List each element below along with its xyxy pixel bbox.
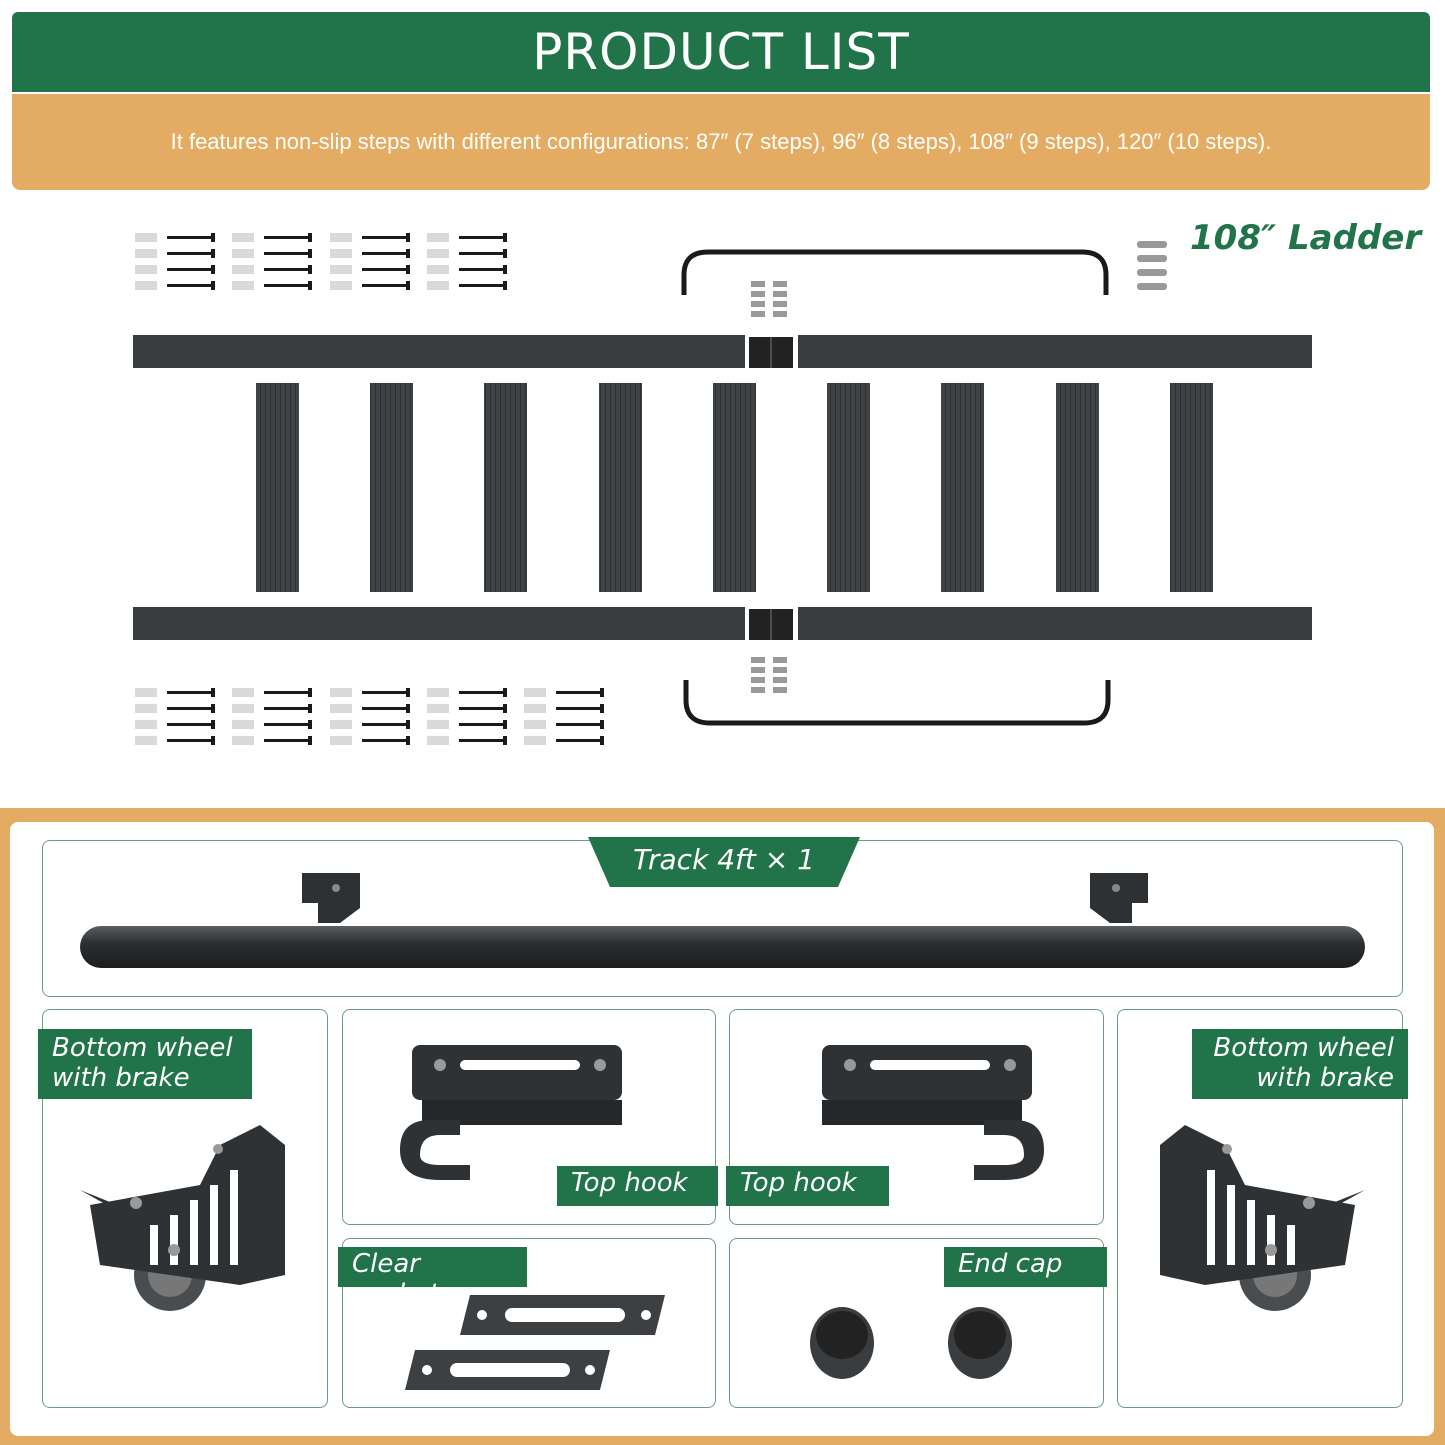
page-title: PRODUCT LIST	[12, 12, 1430, 92]
screw-set-top	[135, 233, 507, 290]
bottom-wheel-left-label: Bottom wheel with brake	[38, 1029, 252, 1099]
top-hook-left-image	[400, 1045, 622, 1180]
ladder-steps	[256, 383, 1213, 592]
configuration-description: It features non-slip steps with differen…	[12, 94, 1430, 190]
side-rail-bottom	[133, 607, 1312, 640]
side-rail-top	[133, 335, 1312, 368]
bottom-wheel-left-image	[80, 1125, 285, 1311]
clear-gasket-label: Clear gasket	[338, 1247, 527, 1309]
screw-set-bottom	[135, 688, 604, 745]
bolts-top	[751, 281, 787, 317]
long-bolts	[1137, 241, 1167, 290]
bottom-wheel-right-label: Bottom wheel with brake	[1192, 1029, 1408, 1099]
track-rail	[80, 873, 1365, 968]
end-cap-label: End cap	[944, 1247, 1107, 1287]
clear-gasket-image	[405, 1295, 665, 1390]
bottom-wheel-left-label-line2: with brake	[52, 1063, 190, 1093]
bolts-bottom	[751, 657, 787, 693]
ladder-size-label: 108″ Ladder	[1190, 218, 1422, 258]
top-hook-left-label: Top hook	[557, 1166, 718, 1206]
bottom-wheel-right-image	[1160, 1125, 1365, 1311]
bottom-handrail	[683, 680, 1111, 726]
track-label-shape	[588, 837, 860, 887]
bottom-wheel-left-label-line1: Bottom wheel	[52, 1033, 233, 1063]
top-hook-right-image	[822, 1045, 1044, 1180]
top-handrail	[681, 249, 1109, 295]
top-hook-right-label: Top hook	[726, 1166, 889, 1206]
track-label: Track 4ft × 1	[633, 843, 815, 876]
end-cap-image	[810, 1307, 1012, 1379]
bottom-wheel-right-label-line2: with brake	[1256, 1063, 1394, 1093]
ladder-exploded-view	[133, 233, 1312, 745]
bottom-wheel-right-label-line1: Bottom wheel	[1213, 1033, 1394, 1063]
